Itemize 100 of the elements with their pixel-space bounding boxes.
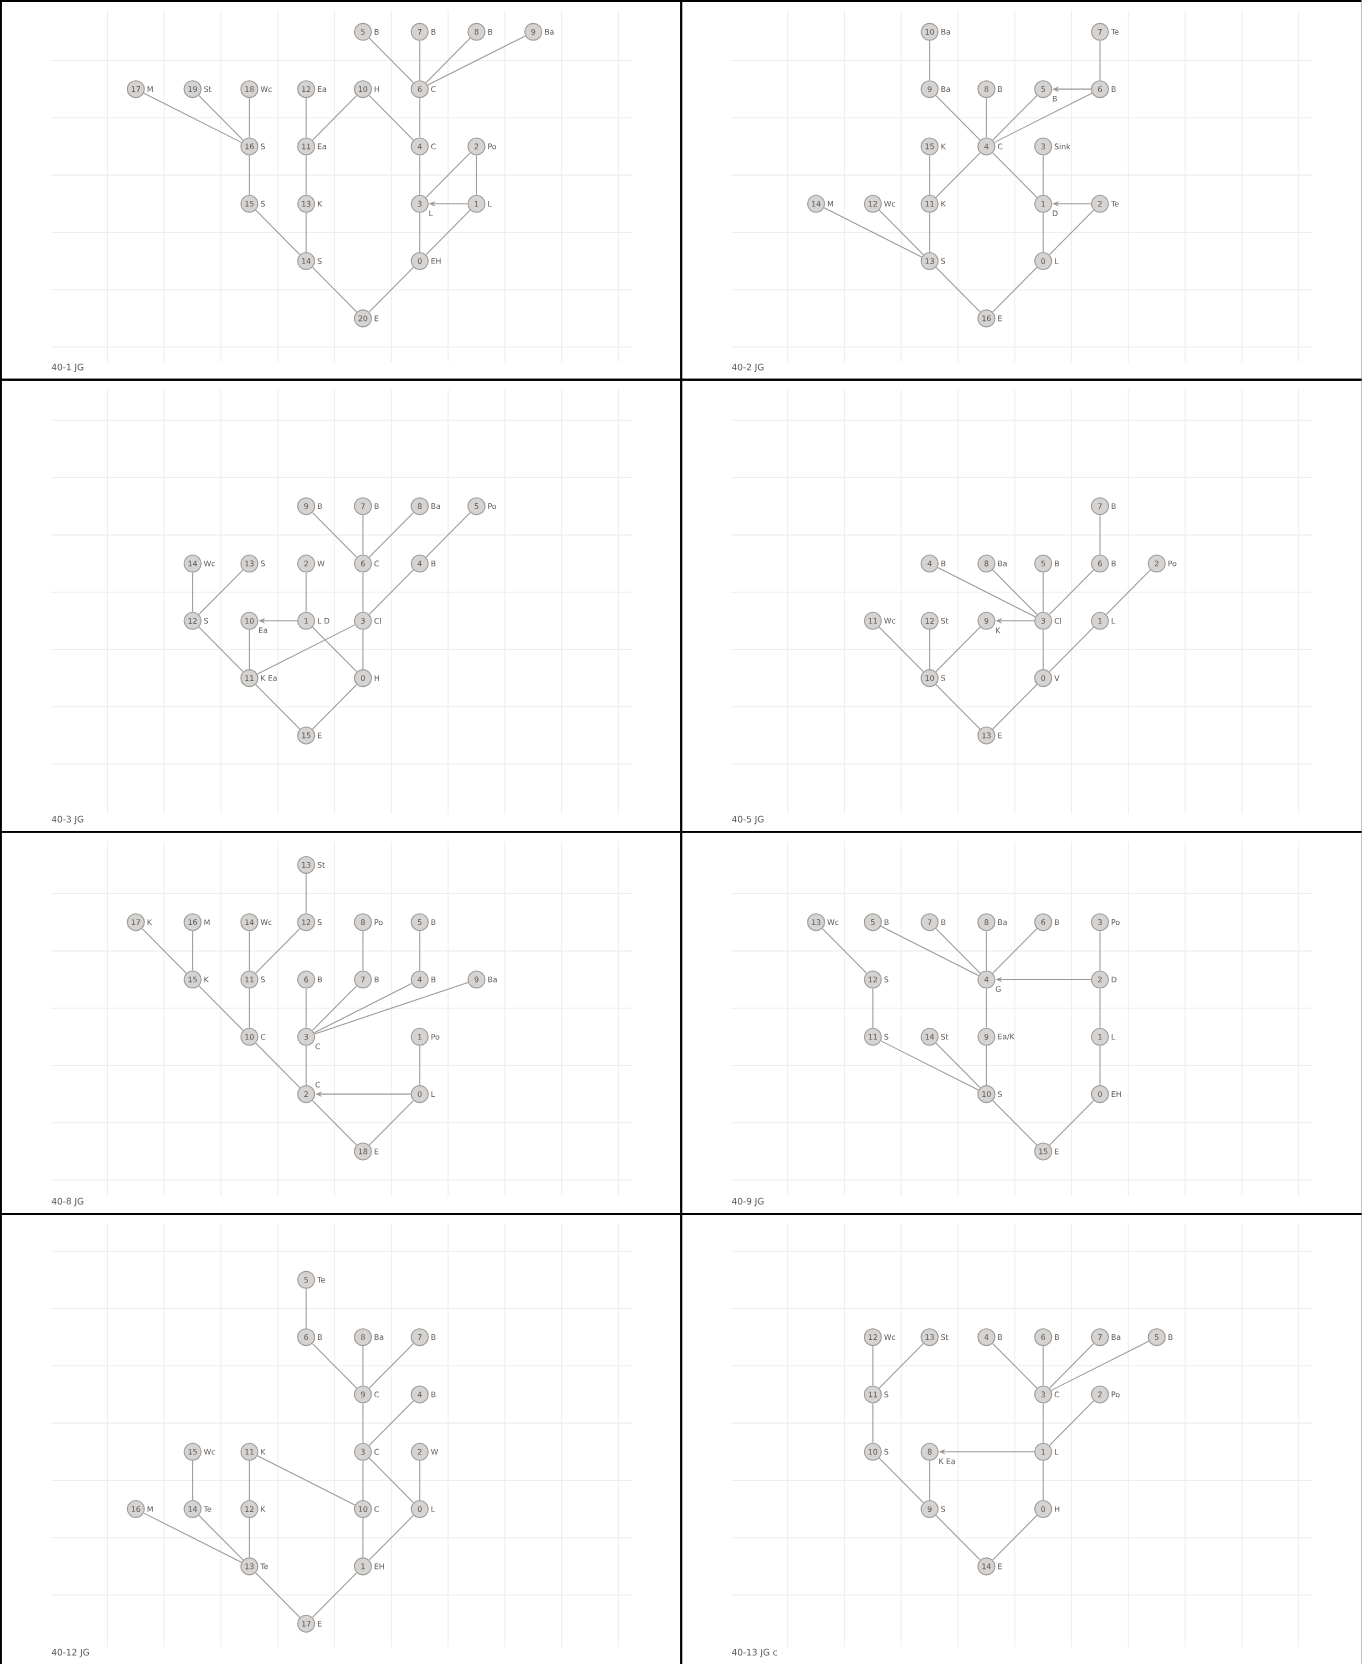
connector <box>249 1460 251 1501</box>
connector <box>878 1457 925 1504</box>
connector <box>198 95 244 141</box>
connector <box>986 1045 988 1086</box>
connector <box>143 92 243 143</box>
connector <box>362 1345 364 1386</box>
connector <box>369 1457 415 1504</box>
connector <box>198 1514 244 1561</box>
connector <box>369 569 415 615</box>
connector <box>369 1400 415 1446</box>
connector <box>935 684 981 730</box>
connector <box>992 152 1038 198</box>
connector <box>992 1343 1038 1389</box>
connector <box>192 1460 194 1501</box>
connector <box>1042 1460 1044 1501</box>
connector <box>425 152 471 198</box>
connector <box>362 629 364 670</box>
connector <box>255 1042 301 1089</box>
connector <box>312 95 358 141</box>
connector <box>312 1100 358 1146</box>
connector <box>369 512 415 558</box>
connector <box>1042 212 1044 253</box>
connector <box>872 1345 874 1386</box>
connector <box>255 209 301 256</box>
connector <box>935 626 981 673</box>
connector <box>935 152 981 198</box>
connector <box>249 930 251 972</box>
connector <box>198 985 244 1031</box>
connector <box>992 684 1038 730</box>
connector <box>419 154 421 196</box>
connector <box>419 97 421 138</box>
connector <box>313 983 413 1034</box>
connector <box>878 626 925 673</box>
connector <box>1099 514 1101 556</box>
connector <box>1106 569 1152 615</box>
connector <box>880 925 980 976</box>
connector <box>249 988 251 1029</box>
connector <box>992 266 1038 313</box>
connector <box>992 928 1038 974</box>
connector <box>249 154 251 196</box>
connector <box>929 1460 931 1501</box>
connector <box>369 37 415 84</box>
connector <box>362 1517 364 1558</box>
connector <box>929 212 931 253</box>
connector <box>878 1343 925 1389</box>
connector <box>305 154 307 196</box>
connector <box>362 1460 364 1501</box>
connector <box>362 1402 364 1444</box>
connector <box>425 37 471 84</box>
connector <box>249 1517 251 1558</box>
connector <box>823 207 923 258</box>
connector <box>1049 209 1095 256</box>
connector <box>312 266 358 313</box>
connector <box>419 930 421 972</box>
connector <box>1049 626 1095 673</box>
connector <box>249 97 251 138</box>
connector <box>198 626 244 673</box>
connector <box>872 988 874 1029</box>
connector <box>369 1514 415 1561</box>
connector <box>419 212 421 253</box>
connector <box>1042 1402 1044 1444</box>
connector <box>192 930 194 972</box>
connector <box>419 1460 421 1501</box>
connector <box>305 873 307 914</box>
connector <box>312 1572 358 1618</box>
connector <box>1042 629 1044 670</box>
connector <box>935 266 981 313</box>
connector <box>1099 1045 1101 1086</box>
connector <box>994 92 1093 143</box>
connector <box>425 512 471 558</box>
connector <box>312 512 358 558</box>
connector <box>255 928 301 974</box>
connector <box>249 629 251 670</box>
connector <box>992 569 1038 615</box>
connector <box>1049 1343 1095 1389</box>
connector <box>305 572 307 613</box>
connector <box>1050 1340 1150 1391</box>
connector <box>419 1045 421 1086</box>
connector <box>255 1572 301 1618</box>
connector <box>1042 154 1044 196</box>
connector <box>935 95 981 141</box>
connector <box>312 626 358 673</box>
connector <box>192 572 194 613</box>
connector <box>476 154 478 196</box>
connector <box>986 930 988 972</box>
connector <box>257 624 356 675</box>
connector <box>878 209 925 256</box>
connector <box>929 629 931 670</box>
connector <box>1049 1100 1095 1146</box>
connector <box>305 1288 307 1329</box>
connector <box>986 97 988 138</box>
connector <box>369 1100 415 1146</box>
connector <box>369 1343 415 1389</box>
connector <box>314 981 469 1035</box>
connector <box>1042 1345 1044 1386</box>
connector <box>935 1514 981 1561</box>
connector <box>312 1343 358 1389</box>
connector <box>362 572 364 613</box>
connector <box>198 569 244 615</box>
connector <box>257 1455 356 1506</box>
